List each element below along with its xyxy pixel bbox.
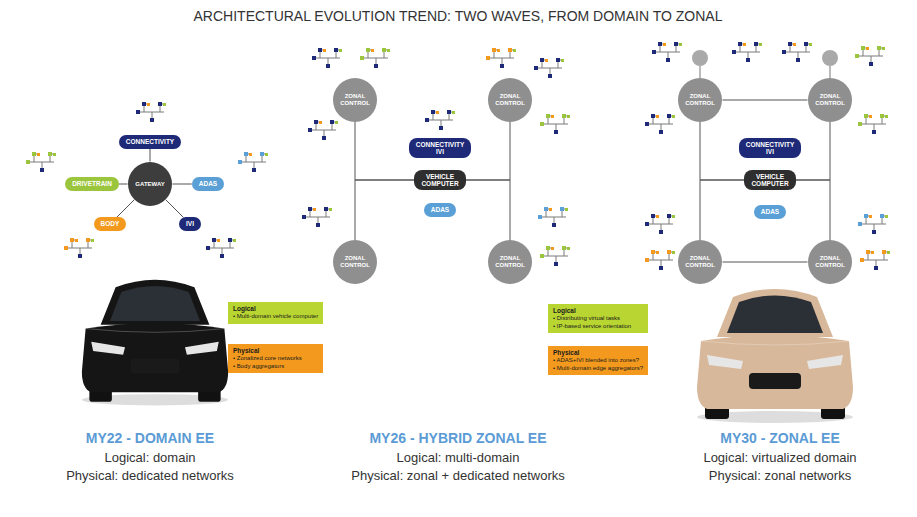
domain-pill: DRIVETRAIN [65,177,119,190]
network-link [700,122,744,180]
circle-shape [488,78,532,122]
network-link [796,180,830,240]
callout-heading: Logical [553,307,643,315]
domain-pill: CONNECTIVITY IVI [739,138,801,159]
panel-caption: Physical: dedicated networks [66,468,234,483]
circle-text: GATEWAY [135,181,164,188]
domain-pill: CONNECTIVITY [119,135,181,148]
panel-heading: MY26 - HYBRID ZONAL EE [369,430,546,446]
callout-bullet: • Distributing virtual tasks [553,315,643,323]
node-label: ZONAL CONTROL [340,255,370,269]
panel-heading: MY30 - ZONAL EE [720,430,840,446]
network-link [700,180,744,240]
node-label: VEHICLE COMPUTER [421,173,458,188]
node-label: CONNECTIVITY IVI [416,141,464,156]
circle-shape [808,78,852,122]
panel-caption: Logical: multi-domain [397,450,520,465]
panel-caption: Physical: zonal + dedicated networks [351,468,565,483]
node-label: VEHICLE COMPUTER [751,173,788,188]
network-link [166,200,183,217]
circle-text: ZONAL CONTROL [495,255,525,269]
node-label: ZONAL CONTROL [495,93,525,107]
domain-pill: ADAS [424,203,456,216]
vehicle-computer: VEHICLE COMPUTER [744,170,795,191]
physical-callout: Physical• ADAS+IVI blended into zones?• … [548,346,648,375]
diagram-title: ARCHITECTURAL EVOLUTION TREND: TWO WAVES… [194,8,723,24]
network-link [723,100,808,101]
domain-pill: IVI [179,217,201,230]
zonal-control: ZONAL CONTROL [808,78,852,122]
circle-text: ZONAL CONTROL [815,255,845,269]
panel-caption: Logical: domain [104,450,195,465]
panel-caption: Physical: zonal networks [709,468,851,483]
node-label: BODY [101,220,120,227]
zonal-control: ZONAL CONTROL [333,240,377,284]
callout-bullet: • Zonalized core networks [233,355,318,363]
callout-bullet: • Multi-domain edge aggregators? [553,365,643,373]
circle-text: ZONAL CONTROL [495,93,525,107]
callout-heading: Logical [233,305,318,313]
node-label: DRIVETRAIN [72,180,112,187]
network-link [466,180,510,240]
circle-shape [333,240,377,284]
zonal-control: ZONAL CONTROL [678,240,722,284]
network-link [119,184,128,185]
logical-callout: Logical• Multi-domain vehicle computer [228,302,323,324]
node-label: ZONAL CONTROL [495,255,525,269]
circle-shape [678,240,722,284]
circle-shape [678,78,722,122]
domain-pill: ADAS [754,205,786,218]
circle-text: ZONAL CONTROL [340,93,370,107]
zonal-control: ZONAL CONTROL [488,78,532,122]
callout-heading: Physical [553,349,643,357]
network-link [723,262,808,263]
domain-pill: ADAS [192,177,224,190]
circle-text: ZONAL CONTROL [340,255,370,269]
callout-bullet: • IP-based service orientation [553,323,643,331]
circle-text: ZONAL CONTROL [685,255,715,269]
node-label: ZONAL CONTROL [815,255,845,269]
node-label: CONNECTIVITY [126,138,174,145]
zonal-control: ZONAL CONTROL [333,78,377,122]
callout-heading: Physical [233,347,318,355]
logical-callout: Logical• Distributing virtual tasks• IP-… [548,304,648,333]
network-link [173,184,192,185]
node-label: ZONAL CONTROL [685,255,715,269]
circle-text: ZONAL CONTROL [815,93,845,107]
callout-bullet: • Multi-domain vehicle computer [233,313,318,321]
circle-shape [128,162,172,206]
node-label: ADAS [761,208,779,215]
zonal-control: ZONAL CONTROL [678,78,722,122]
network-link [355,122,414,180]
node-label: ADAS [199,180,217,187]
callout-bullet: • ADAS+IVI blended into zones? [553,357,643,365]
circle-shape [333,78,377,122]
circle-shape [808,240,852,284]
panel-heading: MY22 - DOMAIN EE [86,430,214,446]
network-link [117,200,134,217]
network-link [355,180,414,240]
circle-text: ZONAL CONTROL [685,93,715,107]
gateway-circle: GATEWAY [128,162,172,206]
node-label: IVI [186,220,194,227]
circle-shape [488,240,532,284]
zonal-control: ZONAL CONTROL [808,240,852,284]
physical-callout: Physical• Zonalized core networks• Body … [228,344,323,373]
node-label: GATEWAY [135,181,164,188]
node-label: CONNECTIVITY IVI [746,141,794,156]
network-link [150,149,151,162]
panel-caption: Logical: virtualized domain [703,450,856,465]
node-label: ADAS [431,206,449,213]
node-label: ZONAL CONTROL [685,93,715,107]
domain-pill: CONNECTIVITY IVI [409,138,471,159]
node-label: ZONAL CONTROL [815,93,845,107]
vehicle-computer: VEHICLE COMPUTER [414,170,465,191]
node-label: ZONAL CONTROL [340,93,370,107]
network-link [466,122,510,180]
zonal-control: ZONAL CONTROL [488,240,532,284]
domain-pill: BODY [94,217,127,230]
callout-bullet: • Body aggregators [233,363,318,371]
